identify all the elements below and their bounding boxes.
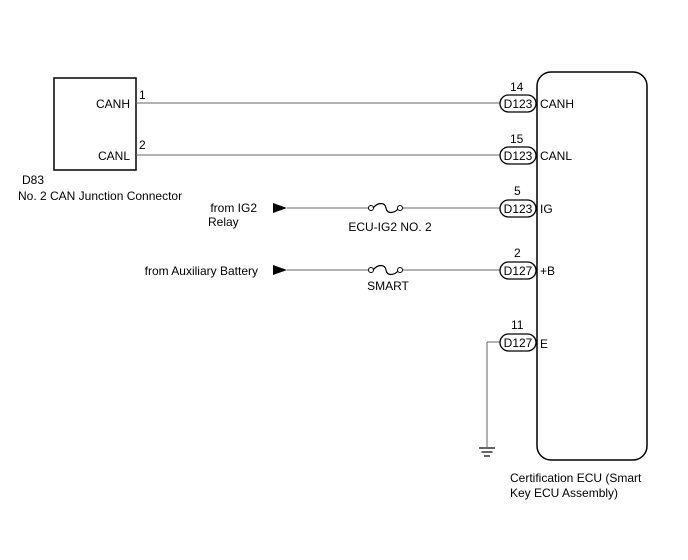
junction-pin-2-label: CANL bbox=[98, 149, 130, 163]
connector-code: D123 bbox=[504, 149, 533, 163]
fuse-terminal-left bbox=[368, 267, 374, 273]
connector-pill bbox=[499, 261, 537, 280]
ecu-connector-pin: D123 5 IG bbox=[499, 184, 553, 218]
ecu-connector-pin: D127 2 +B bbox=[499, 246, 555, 280]
connector-pill bbox=[499, 199, 537, 218]
certification-ecu-box bbox=[536, 71, 648, 461]
ecu-connector-pin: D123 14 CANH bbox=[499, 80, 574, 113]
arrow-right-icon bbox=[273, 265, 287, 275]
connector-code: D127 bbox=[504, 336, 533, 350]
pin-label: IG bbox=[540, 202, 553, 216]
fuse-smart-label: SMART bbox=[367, 279, 409, 293]
connector-code: D123 bbox=[504, 97, 533, 111]
fuse-icon bbox=[372, 202, 400, 214]
junction-name: No. 2 CAN Junction Connector bbox=[18, 189, 182, 203]
ecu-connector-pin: D127 11 E bbox=[499, 318, 548, 352]
fuse-ig2-label: ECU-IG2 NO. 2 bbox=[348, 220, 432, 234]
pin-number: 15 bbox=[510, 132, 524, 146]
junction-code: D83 bbox=[22, 173, 44, 187]
junction-pin-2-number: 2 bbox=[139, 138, 146, 152]
fuse-terminal-right bbox=[397, 267, 403, 273]
junction-pin-1-label: CANH bbox=[96, 97, 130, 111]
connector-code: D127 bbox=[504, 264, 533, 278]
ecu-name-line2: Key ECU Assembly) bbox=[510, 486, 618, 500]
source-ig2-line1: from IG2 bbox=[210, 201, 257, 215]
pin-label: CANL bbox=[540, 149, 572, 163]
junction-pin-1-number: 1 bbox=[139, 88, 146, 102]
fuse-icon bbox=[372, 264, 400, 276]
pin-label: CANH bbox=[540, 97, 574, 111]
source-ig2-line2: Relay bbox=[208, 215, 239, 229]
arrow-right-icon bbox=[273, 203, 287, 213]
pin-label: E bbox=[540, 337, 548, 351]
connector-pill bbox=[499, 94, 537, 113]
ecu-name-line1: Certification ECU (Smart bbox=[510, 471, 642, 485]
pin-number: 2 bbox=[514, 246, 521, 260]
fuse-terminal-left bbox=[368, 205, 374, 211]
junction-connector-box bbox=[53, 77, 137, 171]
pin-number: 11 bbox=[511, 318, 524, 332]
connector-pill bbox=[499, 146, 537, 165]
pin-number: 14 bbox=[510, 80, 524, 94]
ground-symbol-icon bbox=[479, 447, 495, 457]
connector-code: D123 bbox=[504, 202, 533, 216]
pin-label: +B bbox=[540, 264, 555, 278]
ecu-connector-pin: D123 15 CANL bbox=[499, 132, 572, 165]
source-aux: from Auxiliary Battery bbox=[145, 264, 258, 278]
fuse-terminal-right bbox=[397, 205, 403, 211]
pin-number: 5 bbox=[514, 184, 521, 198]
connector-pill bbox=[499, 333, 537, 352]
